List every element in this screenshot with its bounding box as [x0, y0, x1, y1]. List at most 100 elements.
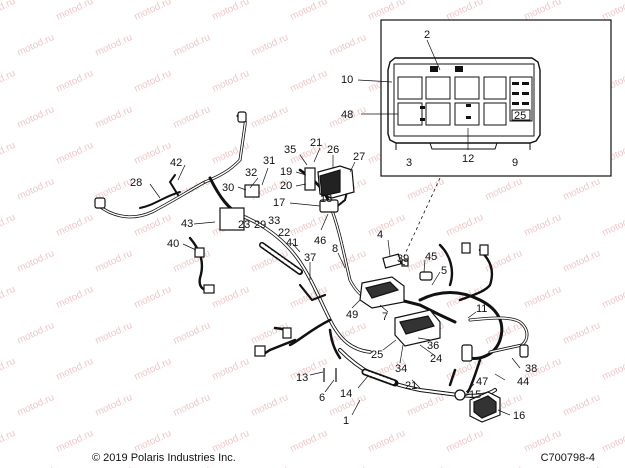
callout: 21: [405, 380, 417, 392]
watermark-text: motod.ru: [55, 428, 95, 455]
watermark-text: motod.ru: [0, 212, 17, 239]
watermark-text: motod.ru: [562, 464, 602, 468]
watermark-text: motod.ru: [367, 212, 407, 239]
inset-callout: 3: [406, 157, 412, 169]
part-number: C700798-4: [540, 452, 595, 464]
callout: 39: [397, 253, 409, 265]
relay-label: 25: [514, 110, 526, 122]
callout: 6: [319, 392, 325, 404]
watermark-text: motod.ru: [484, 320, 524, 347]
watermark-text: motod.ru: [562, 248, 602, 275]
callout-labels: 35 21 26 27 32 31 19 20 30 17 18 42 28 2…: [130, 137, 537, 427]
watermark-text: motod.ru: [211, 428, 251, 455]
watermark-text: motod.ru: [172, 104, 212, 131]
callout: 26: [327, 144, 339, 156]
watermark-text: motod.ru: [16, 248, 56, 275]
callout: 45: [425, 251, 437, 263]
watermark-text: motod.ru: [55, 356, 95, 383]
watermark-text: motod.ru: [367, 0, 407, 23]
watermark-text: motod.ru: [94, 392, 134, 419]
watermark-text: motod.ru: [250, 392, 290, 419]
callout: 25: [371, 349, 383, 361]
callout: 32: [245, 167, 257, 179]
watermark-text: motod.ru: [94, 104, 134, 131]
watermark-text: motod.ru: [55, 68, 95, 95]
watermark-text: motod.ru: [55, 140, 95, 167]
watermark-text: motod.ru: [133, 0, 173, 23]
callout: 47: [476, 376, 488, 388]
callout: 14: [340, 388, 352, 400]
watermark-text: motod.ru: [250, 464, 290, 468]
callout: 40: [167, 238, 179, 250]
callout: 17: [273, 197, 285, 209]
watermark-text: motod.ru: [133, 68, 173, 95]
watermark-text: motod.ru: [94, 464, 134, 468]
inset-callout: 10: [341, 74, 353, 86]
callout: 43: [181, 218, 193, 230]
callout: 11: [476, 303, 487, 315]
callout: 36: [427, 340, 439, 352]
watermark-text: motod.ru: [94, 248, 134, 275]
watermark-text: motod.ru: [16, 392, 56, 419]
watermark-text: motod.ru: [211, 284, 251, 311]
watermark-text: motod.ru: [172, 464, 212, 468]
leader-lines: [149, 147, 521, 416]
callout: 4: [377, 229, 383, 241]
watermark-text: motod.ru: [523, 428, 563, 455]
watermark-text: motod.ru: [289, 68, 329, 95]
callout: 33: [268, 215, 280, 227]
watermark-text: motod.ru: [367, 428, 407, 455]
watermark-text: motod.ru: [601, 284, 625, 311]
watermark-text: motod.ru: [562, 392, 602, 419]
callout: 20: [280, 180, 292, 192]
watermark-text: motod.ru: [172, 32, 212, 59]
callout: 42: [170, 157, 182, 169]
callout: 7: [382, 311, 388, 323]
callout: 31: [263, 155, 275, 167]
watermark-text: motod.ru: [172, 248, 212, 275]
callout: 41: [286, 237, 298, 249]
watermark-text: motod.ru: [211, 0, 251, 23]
watermark-text: motod.ru: [16, 464, 56, 468]
watermark-text: motod.ru: [172, 392, 212, 419]
watermark-text: motod.ru: [0, 140, 17, 167]
watermark-text: motod.ru: [289, 356, 329, 383]
watermark-text: motod.ru: [289, 0, 329, 23]
watermark-text: motod.ru: [16, 32, 56, 59]
watermark-text: motod.ru: [133, 140, 173, 167]
callout: 28: [130, 177, 142, 189]
watermark-text: motod.ru: [0, 284, 17, 311]
watermark-text: motod.ru: [328, 32, 368, 59]
watermark-text: motod.ru: [94, 320, 134, 347]
callout: 34: [395, 363, 407, 375]
watermark-text: motod.ru: [601, 0, 625, 23]
callout: 5: [441, 265, 447, 277]
watermark-text: motod.ru: [0, 356, 17, 383]
callout: 18: [320, 193, 332, 205]
watermark-text: motod.ru: [289, 428, 329, 455]
callout: 27: [353, 151, 365, 163]
callout: 30: [222, 182, 234, 194]
callout: 46: [314, 235, 326, 247]
callout: 21: [310, 137, 322, 149]
inset-callout: 48: [341, 109, 353, 121]
watermark-text: motod.ru: [211, 68, 251, 95]
watermark-text: motod.ru: [601, 212, 625, 239]
callout: 38: [525, 363, 537, 375]
callout: 44: [517, 376, 529, 388]
watermark-text: motod.ru: [94, 32, 134, 59]
watermark-text: motod.ru: [601, 356, 625, 383]
callout: 15: [469, 389, 481, 401]
watermark-text: motod.ru: [133, 356, 173, 383]
callout: 49: [346, 309, 358, 321]
callout: 29: [254, 219, 266, 231]
watermark-text: motod.ru: [445, 0, 485, 23]
components: [94, 111, 529, 423]
callout: 23: [238, 219, 250, 231]
watermark-text: motod.ru: [562, 176, 602, 203]
watermark-text: motod.ru: [55, 212, 95, 239]
watermark-text: motod.ru: [172, 320, 212, 347]
callout: 35: [284, 144, 296, 156]
watermark-text: motod.ru: [328, 464, 368, 468]
